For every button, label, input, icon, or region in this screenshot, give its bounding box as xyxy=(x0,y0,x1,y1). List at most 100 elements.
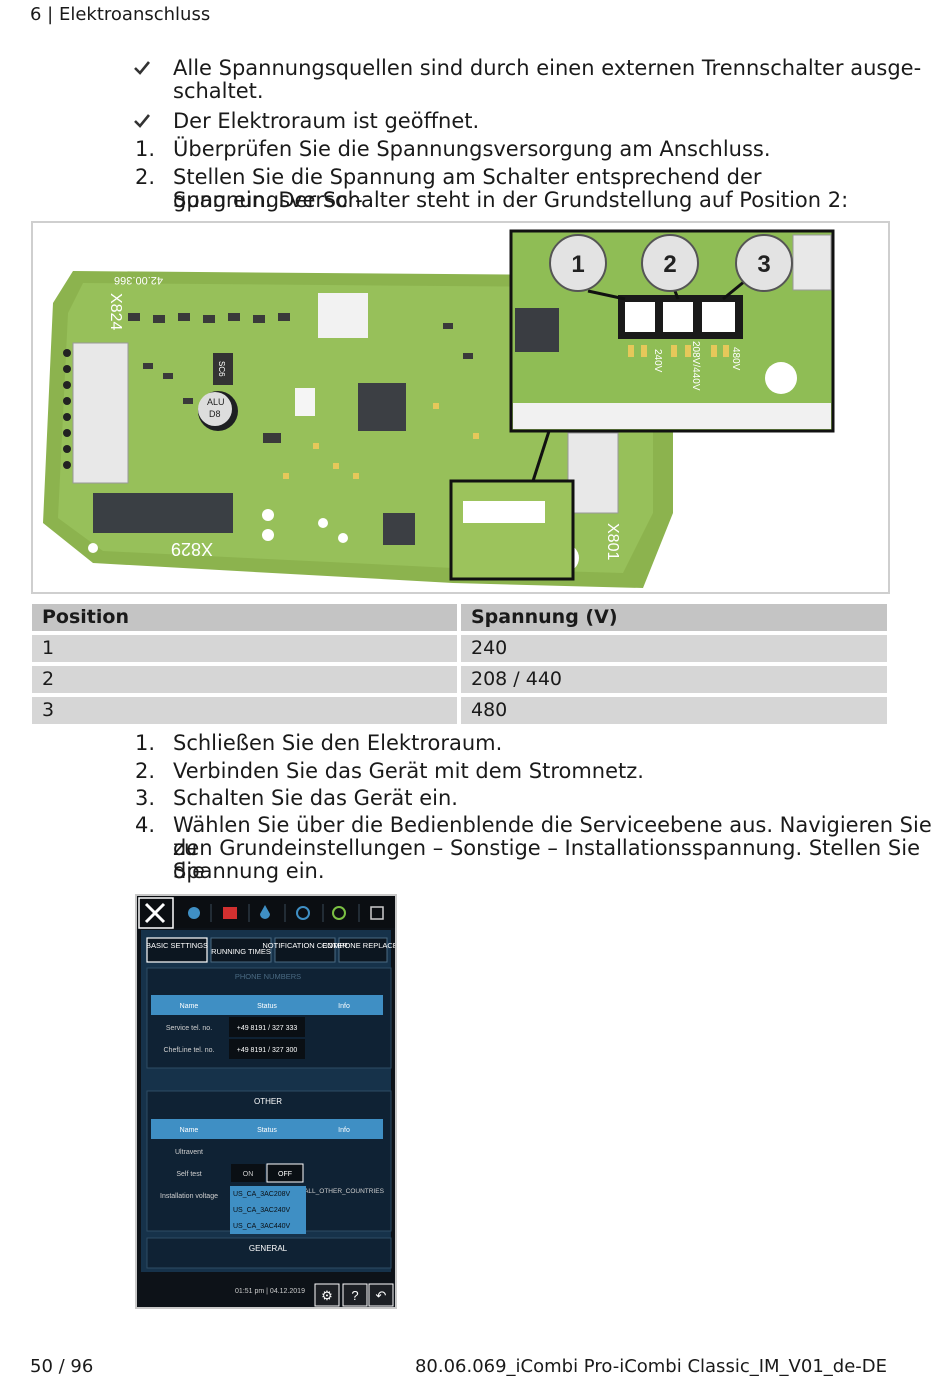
zoom-label-240v: 240V xyxy=(652,349,663,373)
status-time: 01:51 pm | 04.12.2019 xyxy=(235,1288,305,1295)
table-header-cell: Spannung (V) xyxy=(461,604,887,631)
table-row: 1 240 xyxy=(32,635,887,662)
column-header: Status xyxy=(257,1127,277,1134)
table-cell: 3 xyxy=(32,697,457,724)
board-label-x829: X829 xyxy=(171,539,213,559)
step-text: Verbinden Sie das Gerät mit dem Stromnet… xyxy=(173,759,644,783)
wrench-icon[interactable] xyxy=(144,902,166,924)
callout-1: 1 xyxy=(549,234,607,292)
step-text: Schließen Sie den Elektroraum. xyxy=(173,731,503,755)
tab-label: RUNNING TIMES xyxy=(211,947,271,956)
step-text: Schalten Sie das Gerät ein. xyxy=(173,786,458,810)
steam-icon[interactable] xyxy=(188,907,200,919)
section-title: OTHER xyxy=(254,1097,282,1106)
heating-icon[interactable] xyxy=(223,907,237,919)
back-button[interactable] xyxy=(368,1283,394,1307)
prereq-line: Alle Spannungsquellen sind durch einen e… xyxy=(173,56,922,80)
settings-button[interactable] xyxy=(314,1283,340,1307)
board-label-x824: X824 xyxy=(107,293,124,330)
toggle-label: ON xyxy=(243,1171,254,1178)
step-number: 4. xyxy=(135,813,156,837)
step-number: 3. xyxy=(135,786,156,810)
table-cell: 2 xyxy=(32,666,457,693)
prereq-line: schaltet. xyxy=(173,79,264,103)
phone-row-label: Service tel. no. xyxy=(166,1025,212,1032)
other-row-label: Ultravent xyxy=(175,1149,203,1156)
table-cell: 1 xyxy=(32,635,457,662)
zoom-label-208-440v: 208V/440V xyxy=(690,341,701,391)
chapter-header: 6 | Elektroanschluss xyxy=(30,4,211,25)
water-drop-icon[interactable] xyxy=(260,905,270,919)
pcb-figure: X824 X829 42.00.366 X801 ALU D8 SC6 240V… xyxy=(31,221,890,594)
table-row: 2 208 / 440 xyxy=(32,666,887,693)
tab-label: COMPONE REPLACEM xyxy=(322,941,395,950)
board-label-x801: X801 xyxy=(604,523,621,560)
step-number: 1. xyxy=(135,731,156,755)
step-text: Stellen Sie die Spannung am Schalter ent… xyxy=(173,165,762,212)
callout-number: 1 xyxy=(571,251,584,278)
table-header-cell: Position xyxy=(32,604,457,631)
dropdown-option[interactable]: US_CA_3AC240V xyxy=(233,1207,291,1214)
dropdown-option[interactable]: US_CA_3AC208V xyxy=(233,1191,291,1198)
rotate-icon[interactable] xyxy=(296,906,310,920)
other-row-label: Self test xyxy=(176,1171,201,1178)
column-header: Name xyxy=(180,1127,199,1134)
step-text: Spannung ein. xyxy=(173,859,325,883)
voltage-dropdown[interactable] xyxy=(230,1186,306,1234)
info-value: ALL_OTHER_COUNTRIES xyxy=(304,1188,384,1195)
column-header: Status xyxy=(257,1003,277,1010)
column-header: Info xyxy=(338,1003,350,1010)
zoom-label-480v: 480V xyxy=(730,347,741,371)
step-text: den Grundeinstellungen – Sonstige – Inst… xyxy=(173,836,920,883)
callout-number: 2 xyxy=(663,251,676,278)
tab-label: BASIC SETTINGS xyxy=(146,941,208,950)
switch-detail-box xyxy=(449,479,575,581)
other-row-label: Installation voltage xyxy=(160,1193,218,1200)
callout-number: 3 xyxy=(757,251,770,278)
table-row: 3 480 xyxy=(32,697,887,724)
check-icon xyxy=(134,114,150,128)
callout-2: 2 xyxy=(641,234,699,292)
board-label-part-no: 42.00.366 xyxy=(114,274,163,286)
toggle-label: OFF xyxy=(278,1171,292,1178)
table-cell: 480 xyxy=(461,697,887,724)
prereq-line: Der Elektroraum ist geöffnet. xyxy=(173,109,480,133)
step-text: gung ein. Der Schalter steht in der Grun… xyxy=(173,188,849,212)
dropdown-option[interactable]: US_CA_3AC440V xyxy=(233,1223,291,1230)
check-icon xyxy=(134,61,150,75)
phone-row-value[interactable]: +49 8191 / 327 300 xyxy=(237,1047,298,1054)
step-number: 2. xyxy=(135,165,156,189)
gear-icon: ⚙ xyxy=(321,1288,333,1303)
page-number: 50 / 96 xyxy=(30,1356,94,1377)
device-screen: BASIC SETTINGS RUNNING TIMES NOTIFICATIO… xyxy=(135,894,404,1309)
back-arrow-icon: ↶ xyxy=(376,1288,387,1303)
step-number: 2. xyxy=(135,759,156,783)
phone-row-label: ChefLine tel. no. xyxy=(164,1047,215,1054)
tab-component-replacement[interactable] xyxy=(338,937,388,963)
phone-row-value[interactable]: +49 8191 / 327 333 xyxy=(237,1025,298,1032)
table-header-row: Position Spannung (V) xyxy=(32,604,887,631)
tab-notification-center[interactable] xyxy=(274,937,336,963)
dial-icon[interactable] xyxy=(332,906,346,920)
column-header: Info xyxy=(338,1127,350,1134)
help-button[interactable] xyxy=(342,1283,368,1307)
tab-running-times[interactable] xyxy=(210,937,272,963)
step-text: Wählen Sie über die Bedienblende die Ser… xyxy=(173,813,932,860)
toggle-on[interactable] xyxy=(231,1164,265,1182)
board-label-alu: ALU xyxy=(207,397,225,407)
table-cell: 208 / 440 xyxy=(461,666,887,693)
document-id: 80.06.069_iCombi Pro-iCombi Classic_IM_V… xyxy=(414,1356,887,1377)
board-label-sc6: SC6 xyxy=(217,361,226,377)
grid-icon[interactable] xyxy=(370,906,384,920)
toggle-off[interactable] xyxy=(266,1163,304,1183)
section-title: PHONE NUMBERS xyxy=(235,972,301,981)
board-label-d8: D8 xyxy=(209,409,221,419)
tab-basic-settings[interactable] xyxy=(146,937,208,963)
column-header: Name xyxy=(180,1003,199,1010)
general-section[interactable] xyxy=(146,1237,392,1269)
section-title: GENERAL xyxy=(249,1244,288,1253)
tab-label: NOTIFICATION CENTER xyxy=(262,941,348,950)
pcb-illustration: X824 X829 42.00.366 X801 ALU D8 SC6 240V… xyxy=(43,229,835,588)
step-number: 1. xyxy=(135,137,156,161)
table-cell: 240 xyxy=(461,635,887,662)
